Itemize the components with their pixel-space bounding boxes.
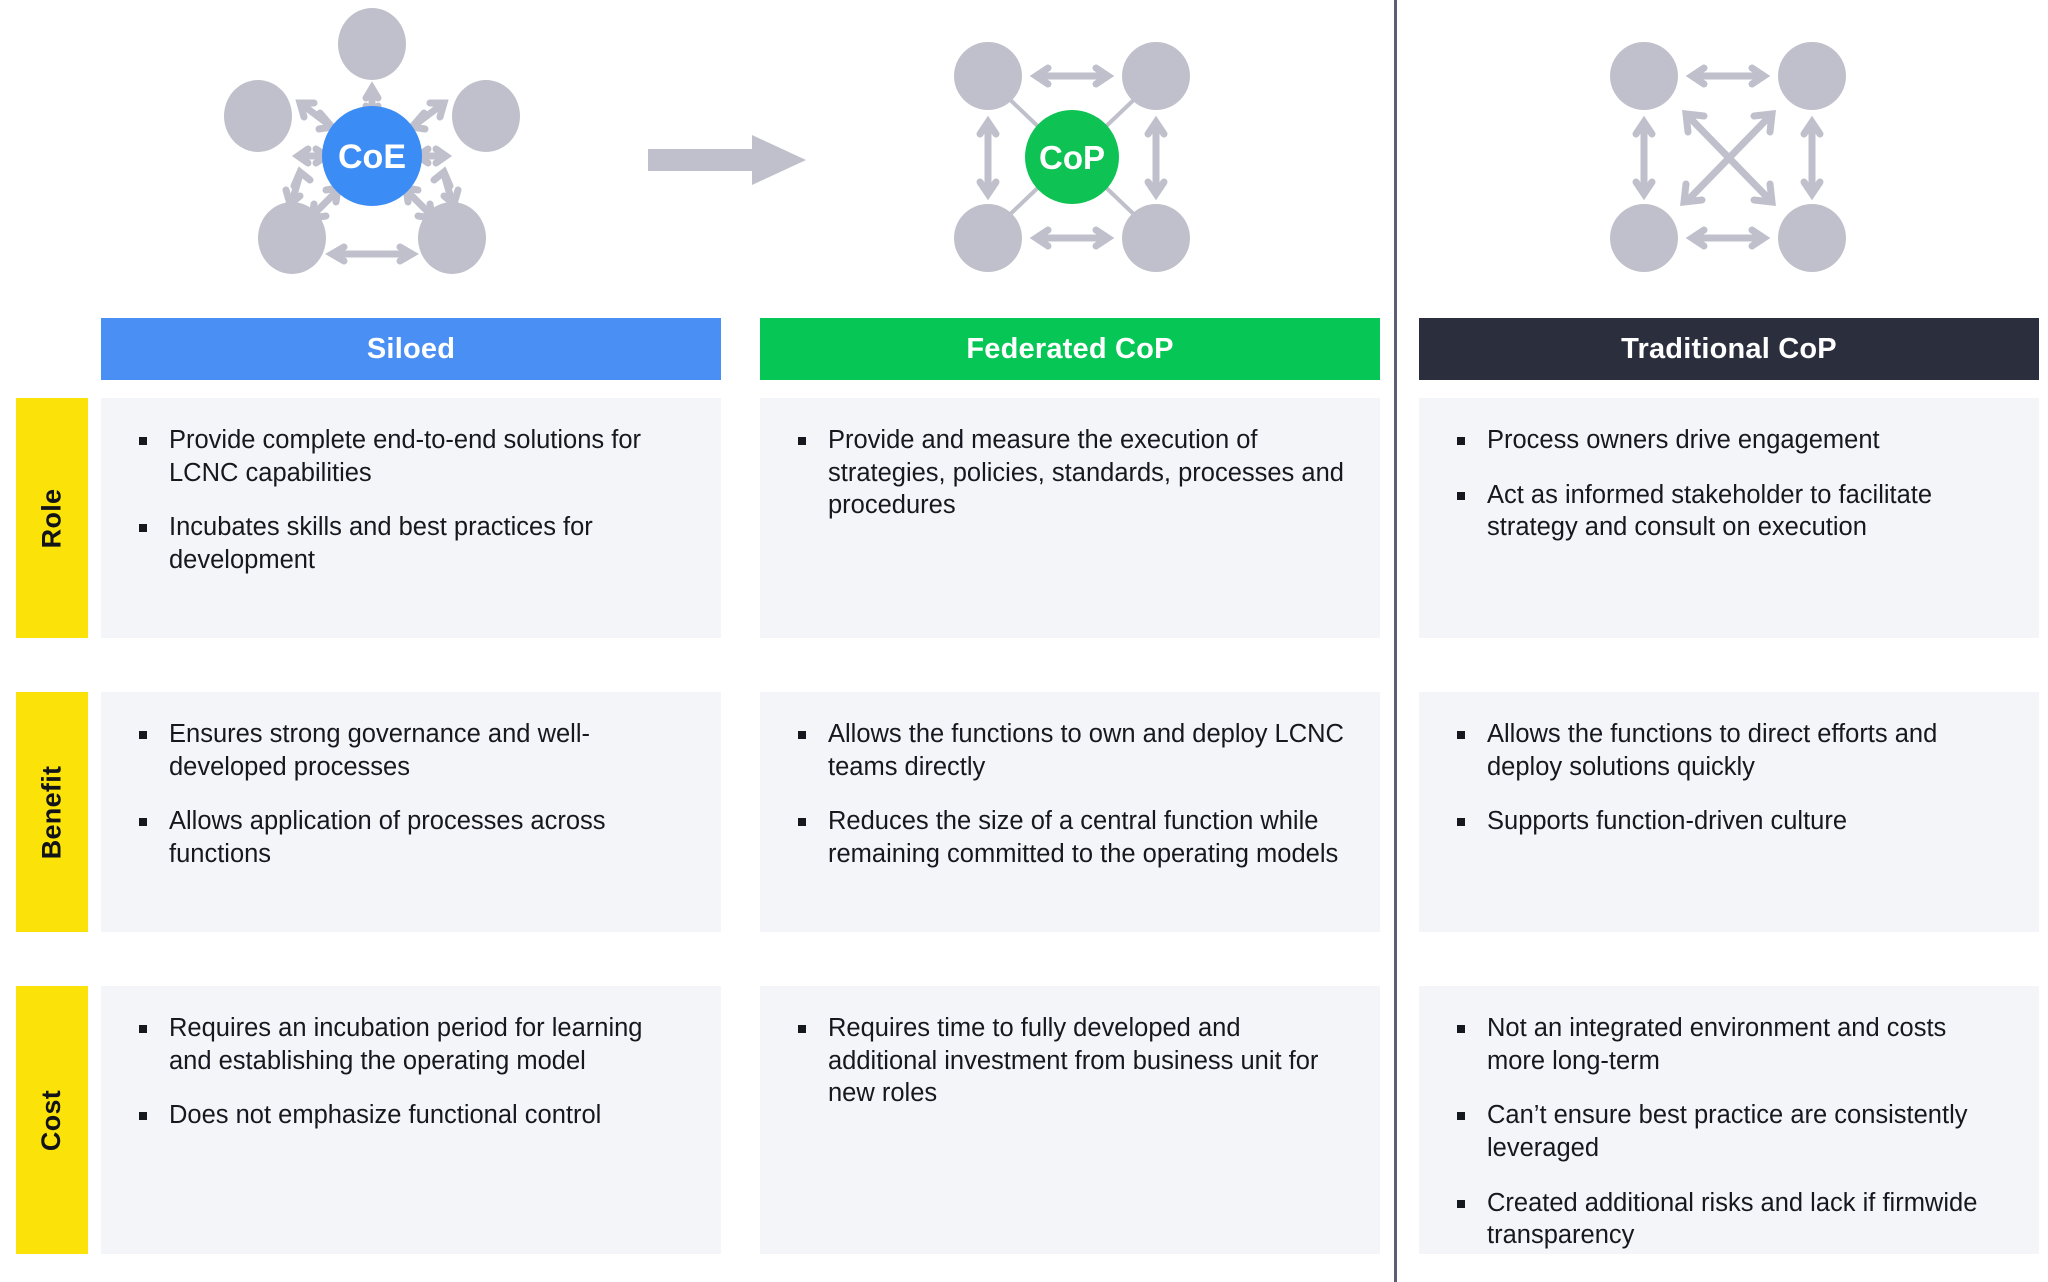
list-item: Reduces the size of a central function w…: [786, 805, 1350, 870]
cell-role-federated: Provide and measure the execution of str…: [760, 398, 1380, 638]
list-item-text: Incubates skills and best practices for …: [169, 513, 593, 574]
cell-cost-siloed: Requires an incubation period for learni…: [101, 986, 721, 1254]
svg-text:CoE: CoE: [338, 138, 406, 176]
list-item: Provide and measure the execution of str…: [786, 424, 1350, 522]
list-item-text: Requires time to fully developed and add…: [828, 1014, 1319, 1108]
bullet-icon: [139, 1112, 147, 1121]
bullet-icon: [1457, 1112, 1465, 1121]
cell-benefit-traditional: Allows the functions to direct efforts a…: [1419, 692, 2039, 932]
bullet-list: Requires time to fully developed and add…: [786, 1012, 1350, 1110]
list-item: Can’t ensure best practice are consisten…: [1445, 1099, 2009, 1164]
cell-role-siloed: Provide complete end-to-end solutions fo…: [101, 398, 721, 638]
cell-role-traditional: Process owners drive engagement Act as i…: [1419, 398, 2039, 638]
column-divider: [1394, 0, 1397, 1282]
row-label-cost: Cost: [16, 986, 88, 1254]
row-label-text: Role: [36, 488, 67, 548]
bullet-icon: [1457, 1199, 1465, 1208]
list-item: Supports function-driven culture: [1445, 805, 2009, 838]
list-item-text: Can’t ensure best practice are consisten…: [1487, 1101, 1968, 1162]
list-item: Not an integrated environment and costs …: [1445, 1012, 2009, 1077]
bullet-icon: [139, 1025, 147, 1033]
list-item: Process owners drive engagement: [1445, 424, 2009, 457]
cell-benefit-siloed: Ensures strong governance and well-devel…: [101, 692, 721, 932]
list-item-text: Does not emphasize functional control: [169, 1101, 602, 1130]
list-item-text: Process owners drive engagement: [1487, 426, 1880, 454]
list-item-text: Allows the functions to direct efforts a…: [1487, 720, 1938, 781]
bullet-icon: [139, 437, 147, 445]
bullet-icon: [139, 731, 147, 739]
cop-traditional-mesh-diagram: [1598, 6, 1858, 306]
bullet-list: Process owners drive engagement Act as i…: [1445, 424, 2009, 544]
coe-hub-spoke-diagram: CoE: [222, 6, 522, 306]
list-item-text: Allows application of processes across f…: [169, 807, 606, 868]
list-item-text: Ensures strong governance and well-devel…: [169, 720, 590, 781]
bullet-icon: [139, 818, 147, 827]
cop-federated-diagram: CoP: [942, 6, 1202, 306]
bullet-list: Allows the functions to own and deploy L…: [786, 718, 1350, 871]
list-item-text: Act as informed stakeholder to facilitat…: [1487, 480, 1933, 542]
column-headers: Siloed Federated CoP Traditional CoP: [0, 318, 2048, 380]
bullet-icon: [798, 731, 806, 739]
cell-benefit-federated: Allows the functions to own and deploy L…: [760, 692, 1380, 932]
list-item-text: Requires an incubation period for learni…: [169, 1014, 643, 1075]
bullet-list: Allows the functions to direct efforts a…: [1445, 718, 2009, 838]
list-item: Created additional risks and lack if fir…: [1445, 1187, 2009, 1252]
list-item: Provide complete end-to-end solutions fo…: [127, 424, 691, 489]
list-item-text: Supports function-driven culture: [1487, 807, 1848, 836]
bullet-icon: [1457, 818, 1465, 827]
list-item: Requires an incubation period for learni…: [127, 1012, 691, 1077]
row-label-text: Cost: [36, 1089, 67, 1151]
list-item: Does not emphasize functional control: [127, 1099, 691, 1132]
bullet-list: Not an integrated environment and costs …: [1445, 1012, 2009, 1252]
cell-cost-federated: Requires time to fully developed and add…: [760, 986, 1380, 1254]
row-label-role: Role: [16, 398, 88, 638]
list-item-text: Reduces the size of a central function w…: [828, 807, 1339, 868]
list-item: Ensures strong governance and well-devel…: [127, 718, 691, 783]
bullet-list: Provide and measure the execution of str…: [786, 424, 1350, 522]
bullet-icon: [1457, 491, 1465, 500]
diagram-row: CoE: [0, 0, 2048, 310]
list-item: Allows the functions to direct efforts a…: [1445, 718, 2009, 783]
list-item: Allows application of processes across f…: [127, 805, 691, 870]
bullet-list: Provide complete end-to-end solutions fo…: [127, 424, 691, 577]
list-item-text: Allows the functions to own and deploy L…: [828, 720, 1344, 781]
column-header-label: Siloed: [366, 332, 456, 365]
transition-arrow: [648, 135, 808, 185]
list-item: Allows the functions to own and deploy L…: [786, 718, 1350, 783]
svg-text:CoP: CoP: [1039, 139, 1105, 176]
bullet-icon: [1457, 1025, 1465, 1033]
column-header-traditional-cop[interactable]: Traditional CoP: [1419, 318, 2039, 380]
list-item-text: Created additional risks and lack if fir…: [1487, 1188, 1978, 1250]
bullet-icon: [1457, 731, 1465, 739]
column-header-label: Federated CoP: [966, 332, 1174, 365]
row-label-text: Benefit: [36, 765, 67, 859]
bullet-list: Ensures strong governance and well-devel…: [127, 718, 691, 871]
list-item: Act as informed stakeholder to facilitat…: [1445, 479, 2009, 544]
list-item-text: Provide complete end-to-end solutions fo…: [169, 426, 642, 487]
bullet-icon: [798, 1025, 806, 1033]
bullet-icon: [139, 524, 147, 533]
column-header-federated-cop[interactable]: Federated CoP: [760, 318, 1380, 380]
row-label-benefit: Benefit: [16, 692, 88, 932]
column-header-label: Traditional CoP: [1621, 332, 1837, 365]
bullet-list: Requires an incubation period for learni…: [127, 1012, 691, 1132]
list-item-text: Not an integrated environment and costs …: [1487, 1014, 1947, 1075]
list-item-text: Provide and measure the execution of str…: [828, 426, 1344, 520]
bullet-icon: [798, 818, 806, 827]
bullet-icon: [1457, 437, 1465, 445]
column-header-siloed[interactable]: Siloed: [101, 318, 721, 380]
list-item: Incubates skills and best practices for …: [127, 511, 691, 576]
cell-cost-traditional: Not an integrated environment and costs …: [1419, 986, 2039, 1254]
bullet-icon: [798, 437, 806, 445]
list-item: Requires time to fully developed and add…: [786, 1012, 1350, 1110]
